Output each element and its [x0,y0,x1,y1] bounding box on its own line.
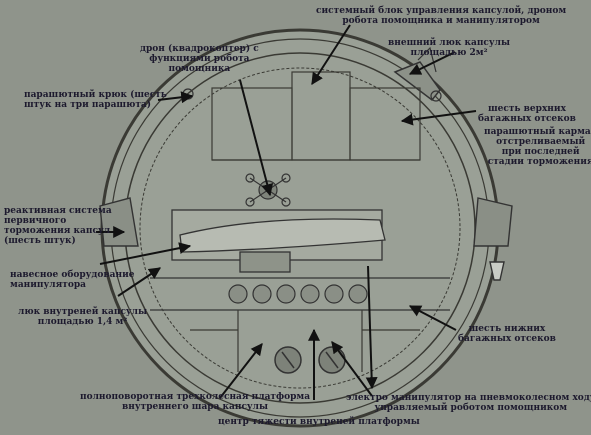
label-mounted-equipment: навесное оборудование манипулятора [10,270,135,290]
label-electro-manipulator: электро манипулятор на пневмоколесном хо… [346,393,591,413]
inner-platform-shape [150,209,450,311]
label-upper-bays: шесть верхних багажных отсеков [478,104,576,124]
label-drone: дрон (квадрокоптер) с функциями робота п… [140,44,259,74]
label-inner-hatch: люк внутреней капсулы площадью 1,4 м² [18,307,148,327]
label-jet-system: реактивная система первичного торможения… [4,206,112,246]
label-parachute-pocket: парашютный карман отстреливаемый при пос… [484,127,591,167]
label-lower-bays: шесть нижних багажных отсеков [458,324,556,344]
roller-row [228,284,368,304]
label-parachute-hook: парашютный крюк (шесть штук на три параш… [24,90,167,110]
label-center-of-gravity: центр тяжести внутреней платформы [218,417,420,427]
label-outer-hatch: внешний люк капсулы площадью 2м² [388,38,511,58]
lower-bays-shape [190,310,420,372]
jet-system-shape [99,197,513,281]
upper-bays-shape [211,71,421,161]
label-system-unit: системный блок управления капсулой, дрон… [316,6,567,26]
annotation-arrows [96,24,477,400]
label-platform: полноповоротная трехколесная платформа в… [80,392,311,412]
